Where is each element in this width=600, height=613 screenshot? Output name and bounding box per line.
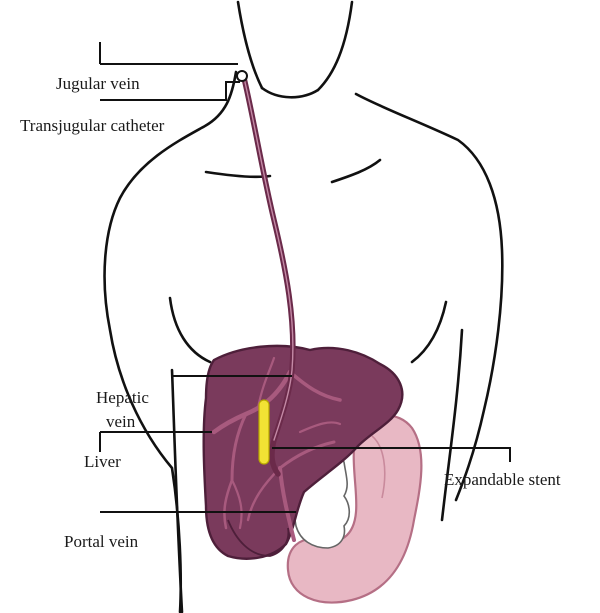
label-portal-vein: Portal vein	[64, 532, 139, 551]
label-transjugular-catheter: Transjugular catheter	[20, 116, 165, 135]
catheter	[236, 70, 296, 477]
jugular-vein-leader	[99, 42, 238, 65]
stent-leader	[272, 447, 511, 462]
catheter-tube-highlight	[243, 77, 294, 441]
neck-right-edge	[316, 0, 354, 92]
right-arm-inner	[440, 328, 464, 522]
stomach-body	[286, 414, 423, 604]
label-jugular-vein: Jugular vein	[56, 74, 140, 93]
hepatic-vein-branch-2	[230, 412, 248, 482]
hepatic-vein-branch-4	[230, 478, 243, 530]
left-collarbone	[204, 170, 272, 179]
label-hepatic-vein-line1: Hepatic	[96, 388, 149, 407]
portal-vein-trunk	[278, 466, 296, 542]
label-expandable-stent: Expandable stent	[444, 470, 561, 489]
liver-leader	[99, 431, 212, 452]
label-hepatic-vein-line2: vein	[106, 412, 136, 431]
portal-vein-branch-2	[298, 421, 342, 434]
stomach-inner-fold	[371, 435, 386, 499]
neck-left-edge	[236, 0, 264, 90]
stomach	[286, 414, 423, 604]
right-chest-curve	[410, 300, 448, 364]
hepatic-vessels	[211, 356, 342, 542]
portal-vein-branch-1	[278, 440, 336, 470]
left-arm-inner	[170, 368, 184, 613]
label-liver: Liver	[84, 452, 121, 471]
expandable-stent-graphic	[258, 399, 270, 465]
transjugular-catheter-leader	[100, 81, 240, 101]
hepatic-vein-branch-3	[223, 478, 234, 530]
neck-base-curve	[260, 86, 320, 99]
leader-lines	[99, 42, 511, 513]
left-chest-curve	[168, 296, 212, 364]
right-shoulder	[354, 92, 504, 502]
body-outline	[103, 0, 504, 613]
liver-lower-lobe	[227, 519, 290, 557]
right-collarbone	[330, 158, 382, 184]
catheter-entry-point	[236, 70, 248, 82]
